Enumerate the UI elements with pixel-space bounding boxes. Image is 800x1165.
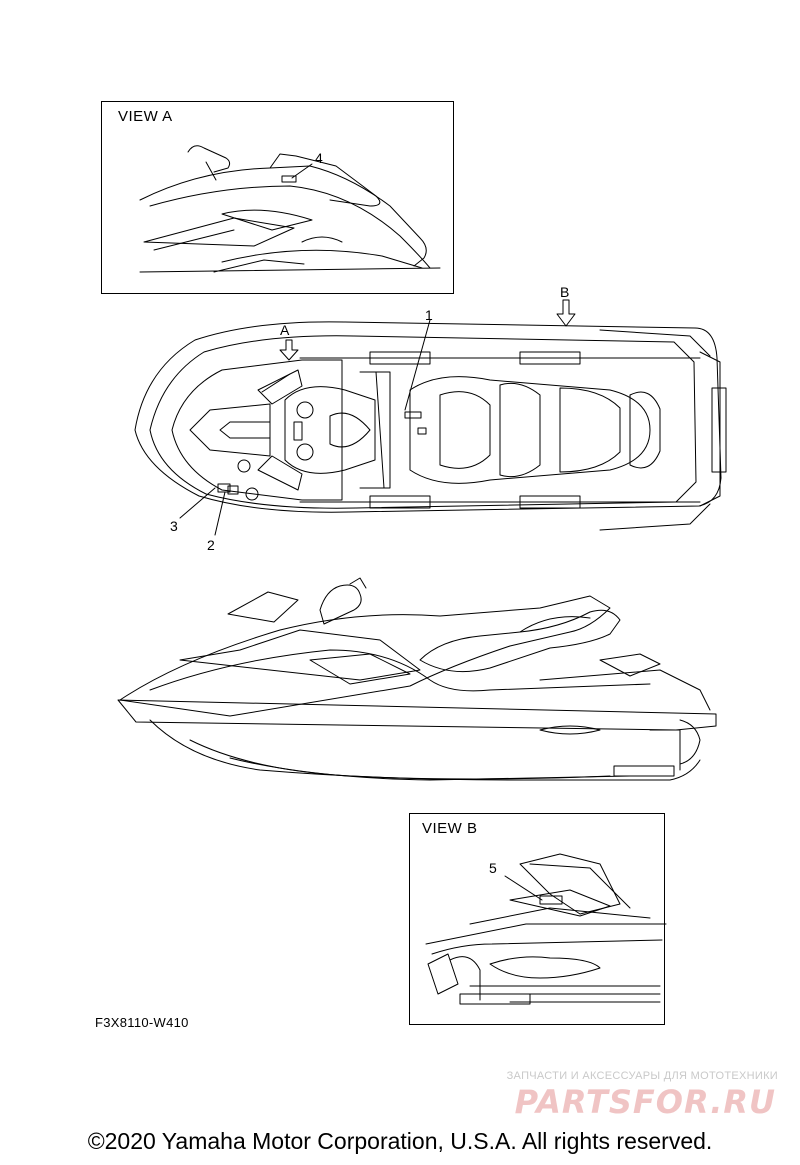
callout-2: 2 — [207, 537, 215, 553]
view-a-panel: VIEW A 4 — [101, 101, 454, 294]
view-a-arrow-label: A — [280, 322, 290, 338]
watermark-tagline: ЗАПЧАСТИ И АКСЕССУАРЫ ДЛЯ МОТОТЕХНИКИ — [506, 1070, 778, 1082]
view-a-drawing — [139, 145, 441, 273]
callout-1: 1 — [425, 307, 433, 323]
view-b-drawing — [425, 853, 667, 1005]
view-a-callout-4: 4 — [315, 150, 323, 166]
callout-3: 3 — [170, 518, 178, 534]
view-a-title: VIEW A — [118, 108, 173, 125]
view-b-title: VIEW B — [422, 820, 478, 837]
watermark-logo: PARTSFOR.RU — [514, 1083, 776, 1121]
view-b-panel: VIEW B 5 — [409, 813, 667, 1025]
view-b-arrow-label: B — [560, 284, 570, 300]
copyright-notice: ©2020 Yamaha Motor Corporation, U.S.A. A… — [87, 1128, 713, 1154]
part-code: F3X8110-W410 — [95, 1015, 189, 1030]
view-b-callout-5: 5 — [489, 860, 497, 876]
